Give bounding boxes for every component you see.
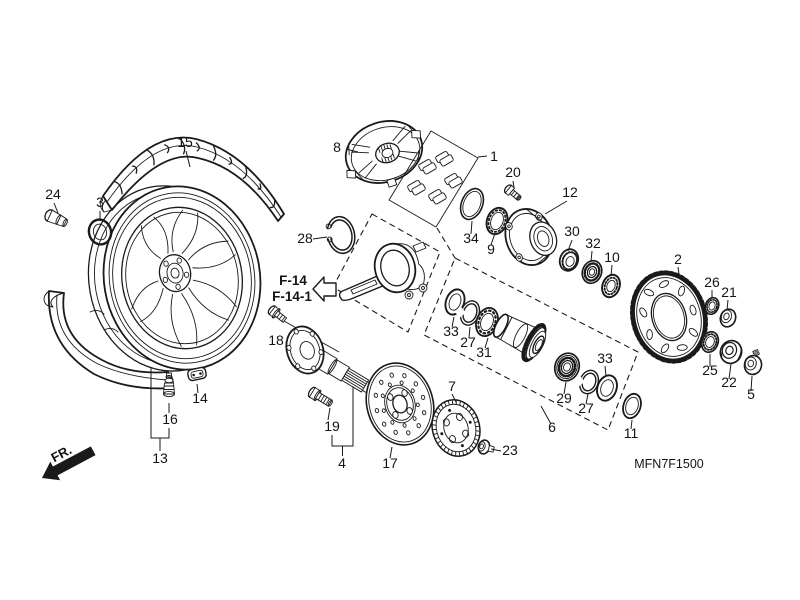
- part-28-snap-ring: [322, 215, 356, 255]
- callout-5: 5: [747, 386, 755, 402]
- damper-block: [428, 189, 447, 205]
- figure-code: MFN7F1500: [634, 457, 704, 471]
- damper-block: [418, 159, 437, 175]
- callout-29: 29: [556, 390, 572, 406]
- reference-f14-1: F-14-1: [272, 289, 312, 304]
- callout-20: 20: [505, 164, 521, 180]
- callout-27b: 27: [578, 400, 594, 416]
- callout-31: 31: [476, 344, 492, 360]
- callout-32: 32: [585, 235, 601, 251]
- callout-13: 13: [152, 450, 168, 466]
- callout-7: 7: [448, 378, 456, 394]
- damper-block: [407, 180, 426, 196]
- callout-19: 19: [324, 418, 340, 434]
- part-15-tire-upper-section: [99, 136, 285, 222]
- part-27-circlip-a: [455, 300, 481, 326]
- callout-14: 14: [192, 390, 208, 406]
- part-22-nut: [719, 339, 743, 365]
- callout-25: 25: [702, 362, 718, 378]
- part-2-sprocket: [629, 270, 709, 364]
- rear-wheel: [87, 185, 262, 372]
- part-14-balance-weight: [187, 366, 207, 382]
- fr-direction-arrow: FR.: [42, 442, 96, 481]
- wheel-hub: [158, 254, 192, 293]
- part-7-pulser-ring: [431, 399, 481, 457]
- wheel-spokes: [131, 209, 237, 347]
- f14-reference-arrow-icon: [312, 276, 337, 302]
- bracket-4: [331, 387, 354, 456]
- part-32-bearing: [581, 259, 603, 285]
- callout-11: 11: [624, 425, 639, 441]
- damper-block: [435, 151, 454, 167]
- part-4-axle: [285, 325, 377, 396]
- part-11-collar: [622, 392, 642, 420]
- part-12-hub: [504, 208, 558, 266]
- part-26-washer: [704, 296, 720, 316]
- part-24-bolt: [44, 209, 68, 227]
- callout-33b: 33: [597, 350, 613, 366]
- final-driven-collar: [492, 313, 547, 363]
- callout-21: 21: [721, 284, 737, 300]
- callout-16: 16: [162, 411, 178, 427]
- callout-24: 24: [45, 186, 61, 202]
- callout-26: 26: [704, 274, 720, 290]
- tire-tread-marks: [114, 137, 276, 209]
- callout-30: 30: [564, 223, 580, 239]
- callout-3: 3: [96, 194, 104, 210]
- callout-10: 10: [604, 249, 620, 265]
- part-21-nut: [719, 308, 737, 328]
- callout-4: 4: [338, 455, 346, 471]
- bracket-13: [150, 368, 170, 451]
- callout-22: 22: [721, 374, 737, 390]
- torque-arm: [338, 241, 428, 302]
- callout-8: 8: [333, 139, 341, 155]
- part-25-washer: [700, 330, 720, 354]
- reference-f14: F-14: [279, 273, 307, 288]
- callout-28: 28: [297, 230, 313, 246]
- callout-6: 6: [548, 419, 556, 435]
- part-16-valve: [163, 372, 175, 398]
- part-1-damper-set: [388, 130, 479, 228]
- part-18-bolt: [267, 305, 288, 323]
- damper-block: [444, 173, 463, 189]
- part-8-damper-case: [344, 120, 424, 188]
- part-6-collar-group-box: [423, 257, 639, 431]
- callout-1: 1: [490, 148, 498, 164]
- part-30-collar: [558, 248, 580, 272]
- callout-2: 2: [674, 251, 682, 267]
- callout-34: 34: [463, 230, 479, 246]
- torque-arm-reference-box: [332, 213, 441, 333]
- leader-lines: [53, 148, 753, 459]
- part-29-bearing: [553, 352, 581, 382]
- part-34-o-ring: [459, 187, 485, 221]
- part-20-bolt: [503, 184, 522, 201]
- part-10-seal: [601, 273, 621, 299]
- callout-23: 23: [502, 442, 518, 458]
- callout-27a: 27: [460, 334, 476, 350]
- callout-17: 17: [382, 455, 398, 471]
- callout-18: 18: [268, 332, 284, 348]
- part-19-bolt: [307, 386, 333, 407]
- part-5-adjuster: [743, 349, 763, 376]
- part-17-brake-disc: [365, 362, 435, 446]
- callout-15: 15: [177, 134, 193, 150]
- part-33-seal-b: [596, 374, 618, 402]
- callout-12: 12: [562, 184, 578, 200]
- assembly-axis-dash: [436, 227, 456, 259]
- callout-33a: 33: [443, 323, 459, 339]
- part-27-circlip-b: [574, 369, 600, 395]
- callout-labels: 15 24 3 8 1 20 34 9 12 30 32 10 2 26 21 …: [45, 134, 755, 471]
- callout-9: 9: [487, 241, 495, 257]
- part-3-grommet: [87, 218, 113, 246]
- part-23-bolt: [477, 439, 495, 455]
